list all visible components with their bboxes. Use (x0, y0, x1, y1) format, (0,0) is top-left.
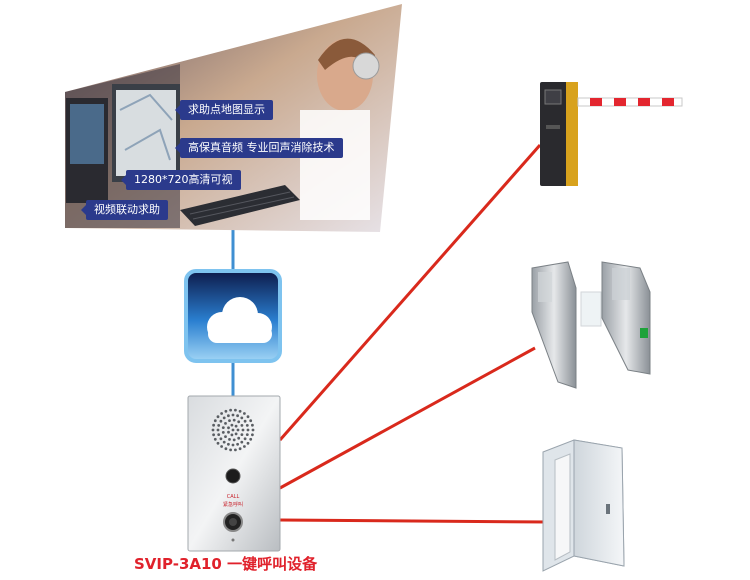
headset-icon (352, 52, 380, 80)
cloud-icon (207, 297, 272, 343)
camera-icon (225, 468, 241, 484)
monitor-label-video: 1280*720高清可视 (121, 170, 241, 190)
link-line-door (279, 518, 549, 524)
barrier-gate-icon (540, 82, 683, 186)
monitor-label-linkage: 视频联动求助 (81, 200, 168, 220)
monitor-label-map: 求助点地图显示 (175, 100, 273, 120)
panel-label-emergency: 紧急呼叫 (222, 502, 243, 508)
cloud-tile (184, 269, 282, 363)
panel-label-call: CALL (226, 494, 240, 500)
speaker-grille-icon (211, 408, 255, 452)
link-line-barrier (278, 144, 542, 441)
device-caption: SVIP-3A10 一键呼叫设备 (134, 555, 318, 573)
intercom-icon (187, 395, 281, 552)
link-line-turnstile (279, 346, 536, 490)
door-icon (542, 439, 625, 572)
monitor-label-audio: 高保真音频 专业回声消除技术 (175, 138, 343, 158)
turnstile-icon (531, 261, 651, 389)
